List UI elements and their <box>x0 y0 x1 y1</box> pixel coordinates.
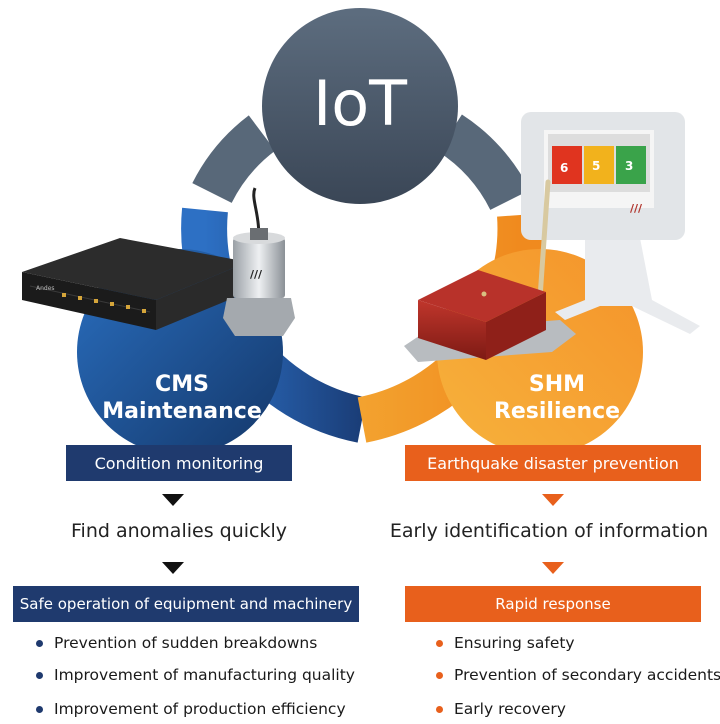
shm-title-line1: SHM <box>528 372 586 397</box>
cms-bullet-3: Improvement of production efficiency <box>36 700 346 718</box>
monitor-display-icon: 6 5 3 /// <box>521 112 700 334</box>
cms-result-banner: Safe operation of equipment and machiner… <box>13 586 359 622</box>
seismic-sensor-box <box>404 270 576 362</box>
svg-text:///: /// <box>250 268 263 281</box>
shm-bullet-3-text: Early recovery <box>454 700 566 718</box>
shm-title: SHM Resilience <box>467 371 647 425</box>
svg-text:///: /// <box>630 202 643 215</box>
cms-bullet-1: Prevention of sudden breakdowns <box>36 634 317 652</box>
shm-arrow-1 <box>542 494 564 506</box>
shm-arrow-2 <box>542 562 564 574</box>
svg-text:6: 6 <box>560 161 568 175</box>
cms-title-line2: Maintenance <box>102 399 262 424</box>
shm-bullet-2-text: Prevention of secondary accidents <box>454 666 720 684</box>
cms-arrow-2 <box>162 562 184 574</box>
bullet-dot <box>36 639 43 647</box>
svg-text:3: 3 <box>625 159 633 173</box>
bullet-dot <box>36 671 43 679</box>
cms-title-line1: CMS <box>155 372 209 397</box>
bullet-dot <box>436 671 443 679</box>
shm-title-line2: Resilience <box>493 399 621 424</box>
shm-bullet-1: Ensuring safety <box>436 634 575 652</box>
iot-hub-circle <box>262 8 458 204</box>
shm-bullet-1-text: Ensuring safety <box>454 634 575 652</box>
shm-bullet-3: Early recovery <box>436 700 566 718</box>
cms-bullet-1-text: Prevention of sudden breakdowns <box>54 634 318 652</box>
cms-bullet-3-text: Improvement of production efficiency <box>54 700 346 718</box>
bullet-dot <box>436 705 443 713</box>
cms-banner: Condition monitoring <box>66 445 292 481</box>
vibration-sensor-icon: /// <box>223 187 295 336</box>
cms-bullet-2: Improvement of manufacturing quality <box>36 666 355 684</box>
svg-text:Andes: Andes <box>36 285 55 292</box>
cms-bullet-2-text: Improvement of manufacturing quality <box>54 666 355 684</box>
cms-title: CMS Maintenance <box>92 371 272 425</box>
shm-middle-text: Early identification of information <box>389 520 709 542</box>
iot-hub-label: IoT <box>312 67 408 140</box>
shm-banner: Earthquake disaster prevention <box>405 445 701 481</box>
svg-text:5: 5 <box>592 159 600 173</box>
shm-bullet-2: Prevention of secondary accidents <box>436 666 720 684</box>
bullet-dot <box>436 639 443 647</box>
shm-result-banner: Rapid response <box>405 586 701 622</box>
bullet-dot <box>36 705 43 713</box>
cms-arrow-1 <box>162 494 184 506</box>
cms-middle-text: Find anomalies quickly <box>71 520 287 542</box>
data-logger-device: Andes <box>22 238 248 330</box>
